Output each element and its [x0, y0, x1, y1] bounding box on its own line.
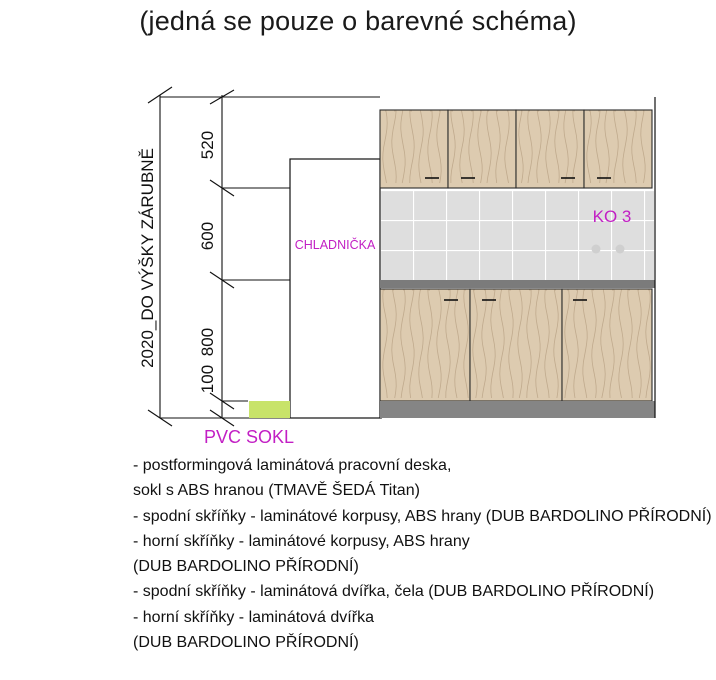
dimension-520-label: 520	[198, 131, 217, 159]
hob-knob-right	[615, 244, 625, 254]
upper-cabinet-door	[583, 109, 653, 189]
note-line: (DUB BARDOLINO PŘÍRODNÍ)	[133, 634, 359, 652]
cabinet-plinth	[380, 401, 655, 418]
note-line: - horní skříňky - laminátová dvířka	[133, 608, 374, 626]
specification-notes: - postformingová laminátová pracovní des…	[133, 453, 712, 655]
lower-cabinet-door	[561, 288, 653, 402]
page-title: (jedná se pouze o barevné schéma)	[139, 6, 577, 36]
note-line: (DUB BARDOLINO PŘÍRODNÍ)	[133, 558, 359, 576]
hob-code-label: KO 3	[593, 207, 632, 226]
upper-cabinet-door	[515, 109, 585, 189]
countertop	[380, 280, 655, 288]
fridge-cabinet	[289, 158, 381, 419]
note-line: sokl s ABS hranou (TMAVĚ ŠEDÁ Titan)	[133, 482, 420, 500]
note-line: - spodní skříňky - laminátová dvířka, če…	[133, 583, 655, 601]
tile-backsplash	[381, 190, 654, 280]
dimension-600-label: 600	[198, 222, 217, 250]
dimension-800-label: 800	[198, 328, 217, 356]
note-line: - postformingová laminátová pracovní des…	[133, 457, 452, 474]
total-height-label: 2020_DO VÝŠKY ZÁRUBNĚ	[138, 148, 157, 368]
lower-cabinet-door	[379, 288, 471, 402]
pvc-plinth-label: PVC SOKL	[204, 427, 294, 447]
hob-knob-left	[591, 244, 601, 254]
lower-cabinets	[379, 288, 653, 402]
lower-cabinet-door	[469, 288, 563, 402]
note-line: - spodní skříňky - laminátové korpusy, A…	[133, 507, 712, 525]
dimension-100-label: 100	[198, 365, 217, 393]
pvc-plinth-swatch	[249, 401, 290, 418]
fridge-label: CHLADNIČKA	[295, 237, 376, 252]
upper-cabinet-door	[447, 109, 517, 189]
upper-cabinet-door	[379, 109, 449, 189]
note-line: - horní skříňky - laminátové korpusy, AB…	[133, 532, 470, 550]
total-dimension-top-tick	[147, 86, 173, 104]
upper-cabinets	[379, 109, 653, 189]
